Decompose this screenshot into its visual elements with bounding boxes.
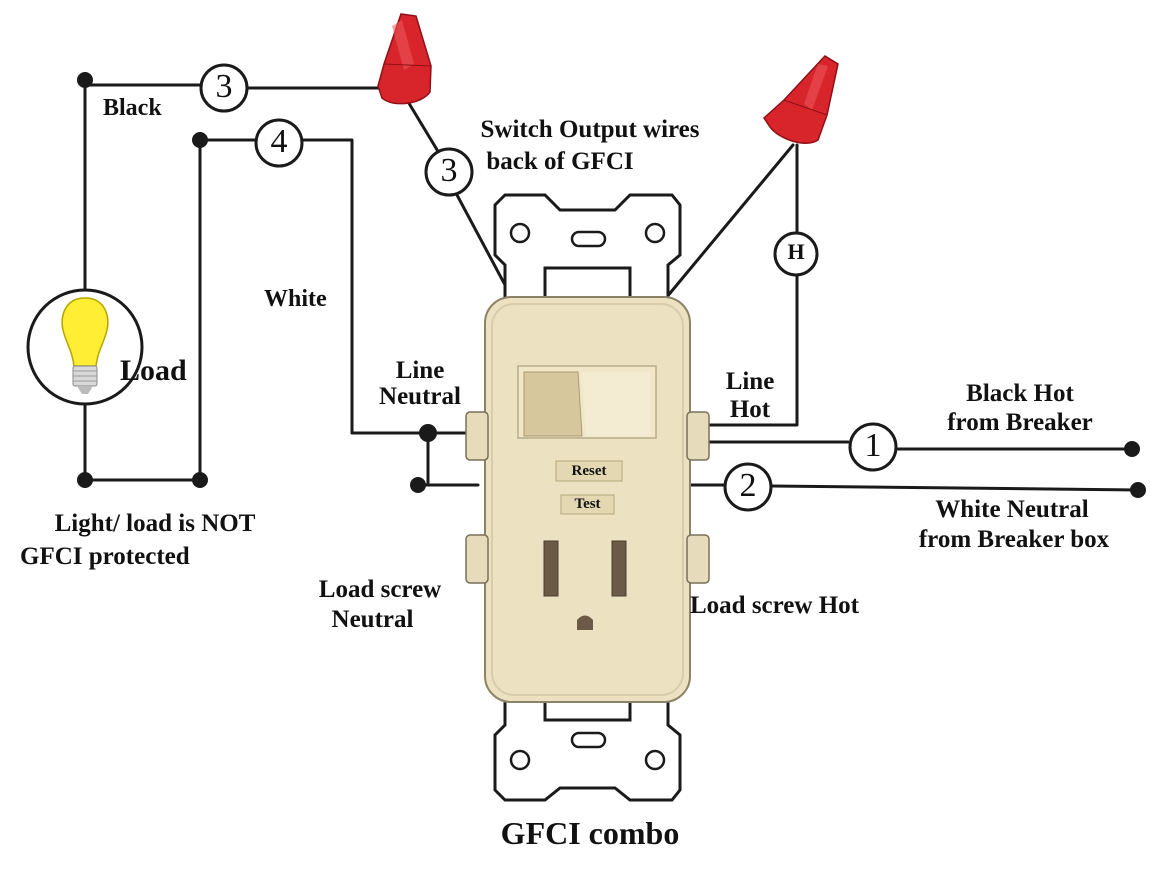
terminal-dot bbox=[77, 472, 93, 488]
test-button[interactable] bbox=[560, 494, 615, 515]
wire-4-top-right bbox=[300, 138, 430, 435]
wire-2-badge: 2 bbox=[739, 467, 757, 504]
line-hot-label-line1: Line bbox=[725, 368, 775, 395]
terminal-dot bbox=[77, 72, 93, 88]
reset-button-label: Reset bbox=[571, 463, 607, 479]
terminal-dot bbox=[1130, 482, 1146, 498]
black-wire-label: Black bbox=[103, 95, 162, 121]
wire-nut-icon bbox=[377, 13, 432, 105]
badge-wire2-ring bbox=[723, 462, 773, 512]
wire-1-badge: 1 bbox=[864, 427, 882, 464]
badge-wire4-ring bbox=[254, 118, 304, 168]
wire-h-lower bbox=[698, 273, 799, 427]
load-screw-neutral-label-line2: Neutral bbox=[331, 606, 414, 633]
badge-hot-ring bbox=[773, 231, 819, 277]
page-title: GFCI combo bbox=[500, 815, 680, 851]
badge-wire3-switch-ring bbox=[424, 147, 474, 197]
outlet-receptacle-icon bbox=[543, 540, 627, 630]
badge-wire1-ring bbox=[848, 422, 898, 472]
load-screw-neutral-label-line1: Load screw bbox=[318, 576, 442, 603]
wire-2-right bbox=[770, 484, 1140, 492]
wire-4-badge: 4 bbox=[270, 123, 288, 160]
wires bbox=[83, 78, 1140, 492]
wire-3-switch-left bbox=[405, 98, 444, 160]
load-screw-hot-label: Load screw Hot bbox=[690, 592, 859, 619]
reset-button[interactable] bbox=[555, 460, 623, 482]
black-hot-label-line1: Black Hot bbox=[966, 380, 1074, 407]
light-bulb-icon bbox=[26, 288, 144, 406]
rocker-switch-icon[interactable] bbox=[517, 365, 657, 439]
hot-badge: H bbox=[787, 239, 805, 264]
top-yoke bbox=[493, 193, 682, 302]
line-neutral-label-line1: Line bbox=[395, 357, 445, 384]
wire-3-badge: 3 bbox=[215, 68, 233, 105]
not-protected-label-line2: GFCI protected bbox=[20, 543, 190, 570]
white-wire-label: White bbox=[264, 286, 327, 312]
line-neutral-label-line2: Neutral bbox=[379, 383, 461, 410]
terminal-dot bbox=[419, 424, 437, 442]
wire-switch-right bbox=[664, 143, 795, 300]
terminal-dot bbox=[410, 477, 426, 493]
wire-light-bottom bbox=[83, 402, 202, 482]
screw-load-neutral bbox=[465, 534, 489, 584]
gfci-device bbox=[465, 193, 710, 802]
wire-3-switch-badge: 3 bbox=[440, 152, 458, 189]
terminal-dot bbox=[192, 132, 208, 148]
white-neutral-label-line2: from Breaker box bbox=[918, 526, 1110, 553]
switch-output-label-line2: back of GFCI bbox=[486, 148, 634, 175]
test-button-label: Test bbox=[574, 496, 601, 512]
wire-nut-icon bbox=[763, 55, 839, 144]
wire-3-switch-left-lower bbox=[455, 193, 514, 300]
screw-line-hot bbox=[686, 411, 710, 461]
screw-line-neutral bbox=[465, 411, 489, 461]
load-label: Load bbox=[120, 354, 187, 387]
terminal-dots bbox=[77, 72, 1146, 498]
black-hot-label-line2: from Breaker bbox=[947, 409, 1093, 436]
line-hot-label-line2: Hot bbox=[729, 396, 771, 423]
white-neutral-label-line1: White Neutral bbox=[935, 496, 1089, 523]
badge-wire3-top-ring bbox=[199, 63, 249, 113]
not-protected-label-line1: Light/ load is NOT bbox=[54, 510, 256, 537]
wire-badges bbox=[199, 63, 898, 512]
terminal-dot bbox=[192, 472, 208, 488]
switch-output-label-line1: Switch Output wires bbox=[480, 116, 700, 143]
terminal-dot bbox=[1124, 441, 1140, 457]
screw-load-hot bbox=[686, 534, 710, 584]
